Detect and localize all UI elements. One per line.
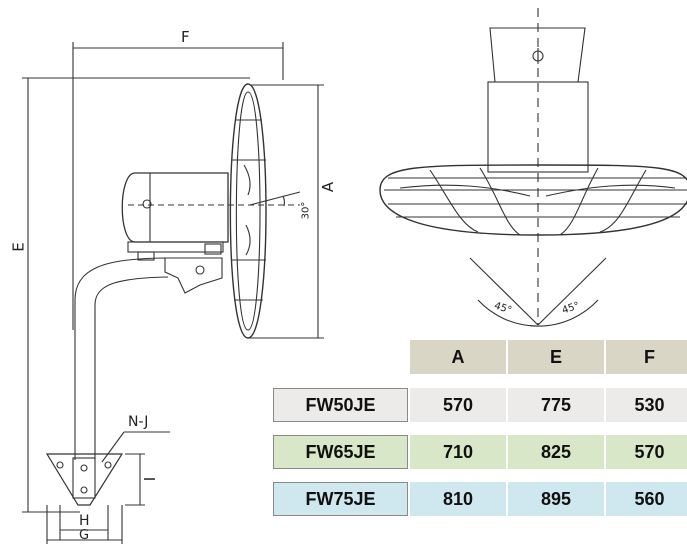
dimension-label-i: I	[141, 476, 160, 482]
table-value-cell: 825	[506, 435, 604, 469]
table-header-row: A E F	[273, 340, 687, 374]
dimension-label-tilt: 30°	[300, 201, 312, 220]
table-value-cell: 895	[506, 482, 604, 516]
table-model-cell: FW65JE	[273, 435, 408, 469]
table-model-cell: FW50JE	[273, 388, 408, 422]
table-value-cell: 810	[408, 482, 506, 516]
dimension-label-g: G	[79, 528, 90, 543]
table-value-cell: 775	[506, 388, 604, 422]
table-row: FW50JE 570 775 530	[273, 388, 687, 422]
table-value-cell: 530	[604, 388, 687, 422]
table-value-cell: 560	[604, 482, 687, 516]
table-value-cell: 570	[604, 435, 687, 469]
dimension-label-e: E	[9, 242, 28, 252]
table-header-a: A	[408, 340, 506, 374]
dimension-label-n-j: N-J	[128, 414, 149, 430]
table-header-f: F	[604, 340, 687, 374]
dimension-label-a: A	[319, 181, 338, 193]
table-header-e: E	[506, 340, 604, 374]
table-row: FW65JE 710 825 570	[273, 435, 687, 469]
table-value-cell: 570	[408, 388, 506, 422]
table-model-cell: FW75JE	[273, 482, 408, 516]
table-row: FW75JE 810 895 560	[273, 482, 687, 516]
dimension-label-h: H	[79, 513, 90, 529]
dimension-label-f: F	[181, 28, 190, 46]
table-value-cell: 710	[408, 435, 506, 469]
